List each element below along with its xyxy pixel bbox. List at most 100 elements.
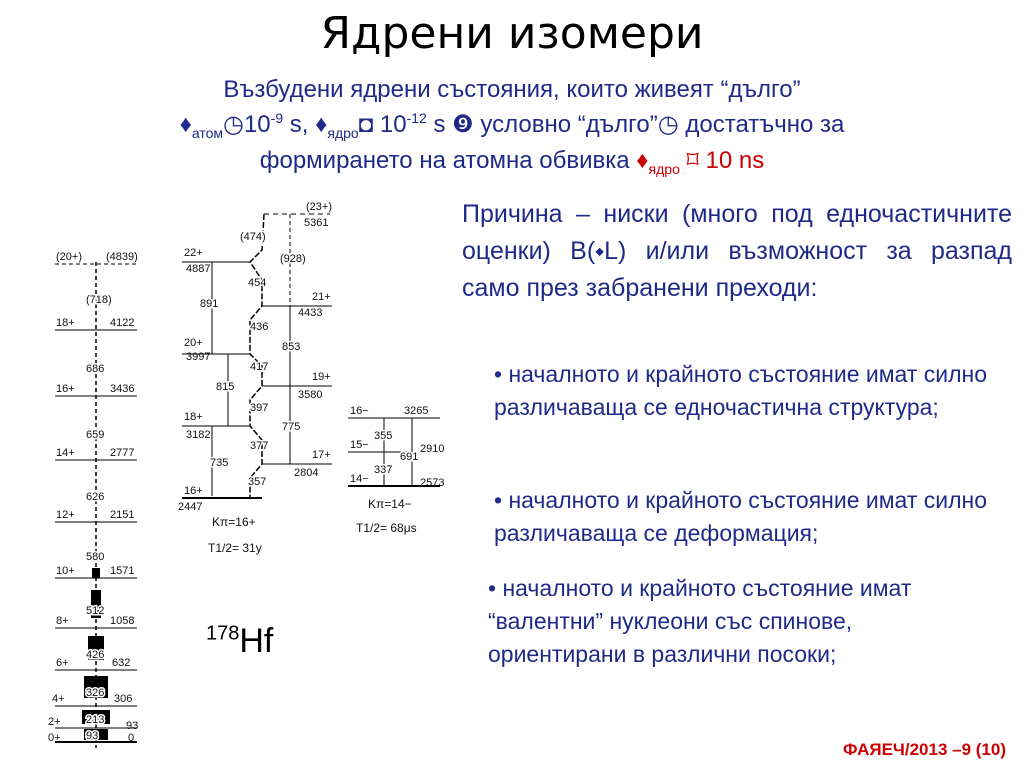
transition-label: 454 [248,277,266,289]
page-title: Ядрени изомери [320,8,704,59]
transition-label: 93 [86,730,98,742]
spin-label: 12+ [56,509,75,521]
spin-label: 17+ [312,449,331,461]
spin-label: 6+ [56,657,69,669]
transition-label: 626 [86,491,104,503]
transition-label: 326 [86,687,104,699]
halflife-label: T1/2= 31y [208,541,262,555]
approx-icon: ⌑ [679,147,706,174]
value-nucleus: 10 [373,111,407,138]
energy-label: 306 [114,693,132,705]
halflife-label: T1/2= 68μs [356,521,417,535]
transition-label: 436 [250,321,268,333]
square-bullet-icon: ◘ [358,111,374,138]
spin-label: 18+ [184,411,203,423]
energy-label: 0 [128,732,134,744]
transition-label: 417 [250,361,268,373]
k14-band: 16− 3265 15− 2910 14− 2573 355 337 691 K… [348,405,444,535]
spin-label: 16− [350,405,369,417]
transition-label: 426 [86,649,104,661]
transition-label: 853 [282,341,300,353]
spin-label: (23+) [306,201,332,213]
spin-label: 20+ [184,337,203,349]
energy-label: 2804 [294,467,318,479]
energy-label: 2910 [420,443,444,455]
isotope-label: 178Hf [206,622,273,661]
transition-label: 512 [86,605,104,617]
exponent-nucleus: -12 [406,110,427,126]
subtitle-line-2: ♦атом◷10-9 s, ♦ядро◘ 10-12 s ❾ условно “… [0,110,1024,141]
energy-label: 3997 [186,351,210,363]
clock-icon: ◷ [657,111,679,138]
transition-label: (928) [280,253,306,265]
footer-page-ref: ФАЯЕЧ/2013 –9 (10) [843,740,1006,759]
transition-label: 659 [86,429,104,441]
spin-label: 16+ [184,485,203,497]
transition-label: 377 [250,440,268,452]
transition-label: 580 [86,551,104,563]
energy-label: 4122 [110,317,134,329]
clock-icon: ◷ [223,111,244,138]
energy-label: 3182 [186,429,210,441]
energy-label: 4433 [298,307,322,319]
value-10ns: 10 ns [705,147,765,174]
transition-label: 213 [86,714,104,726]
sufficient-text: достатъчно за [678,111,845,138]
transition-label: 397 [250,402,268,414]
subscript-atom: атом [191,124,223,141]
energy-label: 2777 [110,447,134,459]
value-atom: 10 [243,111,271,138]
energy-label: 632 [112,657,130,669]
spin-label: 22+ [184,247,203,259]
conditional-long-text: условно “дълго” [473,111,658,138]
bullet-valence: • началното и крайното състояние имат “в… [488,575,912,667]
subscript-nucleus: ядро [327,124,359,141]
energy-label: 3580 [298,389,322,401]
energy-label: 3265 [404,405,428,417]
transition-label: 691 [400,451,418,463]
energy-label: 2573 [420,477,444,489]
exponent-atom: -9 [270,110,284,126]
transition-label: (718) [86,294,112,306]
spin-label: (20+) [56,251,82,263]
circled-nine-icon: ❾ [452,111,474,138]
transition-label: 775 [282,421,300,433]
energy-label: (4839) [106,251,138,263]
spin-label: 8+ [56,615,69,627]
transition-label: (474) [240,231,266,243]
spin-label: 14+ [56,447,75,459]
unit-atom: s, [283,111,309,138]
energy-label: 5361 [304,217,328,229]
bullet-deformation: • началното и крайното състояние имат си… [494,487,988,546]
spin-label: 4+ [52,693,65,705]
spin-label: 10+ [56,565,75,577]
element-symbol: Hf [239,622,274,660]
subscript-nucleus: ядро [648,160,680,177]
bullet-single-particle: • началното и крайното състояние имат си… [494,361,988,420]
transition-label: 337 [374,464,392,476]
k-label: Kπ=14− [368,497,412,511]
energy-label: 3436 [110,383,134,395]
transition-label: 735 [210,457,228,469]
spin-label: 19+ [312,371,331,383]
spin-label: 14− [350,473,369,485]
diamond-icon: ♦ [636,147,649,174]
spin-label: 21+ [312,291,331,303]
transition-label: 355 [374,430,392,442]
diamond-icon: ♦ [179,111,192,138]
spin-label: 16+ [56,383,75,395]
cause-paragraph: Причина – ниски (много под едночастичнит… [462,200,1012,302]
transition-label: 357 [248,476,266,488]
energy-label: 4887 [186,263,210,275]
energy-label: 2151 [110,509,134,521]
transition-label: 686 [86,363,104,375]
mass-number: 178 [206,622,240,645]
diamond-icon: ♦ [308,111,328,138]
k16-band: (23+) 5361 22+ 4887 21+ 4433 20+ 3997 19… [178,201,332,555]
unit-nucleus: s [426,111,453,138]
transition-label: 815 [216,381,234,393]
ground-band: (20+) (4839) 18+ 4122 16+ 3436 14+ 2777 … [48,251,138,748]
subtitle-line-3: формирането на атомна обвивка ♦ядро ⌑ 10… [0,146,1024,177]
energy-label: 1571 [110,565,134,577]
